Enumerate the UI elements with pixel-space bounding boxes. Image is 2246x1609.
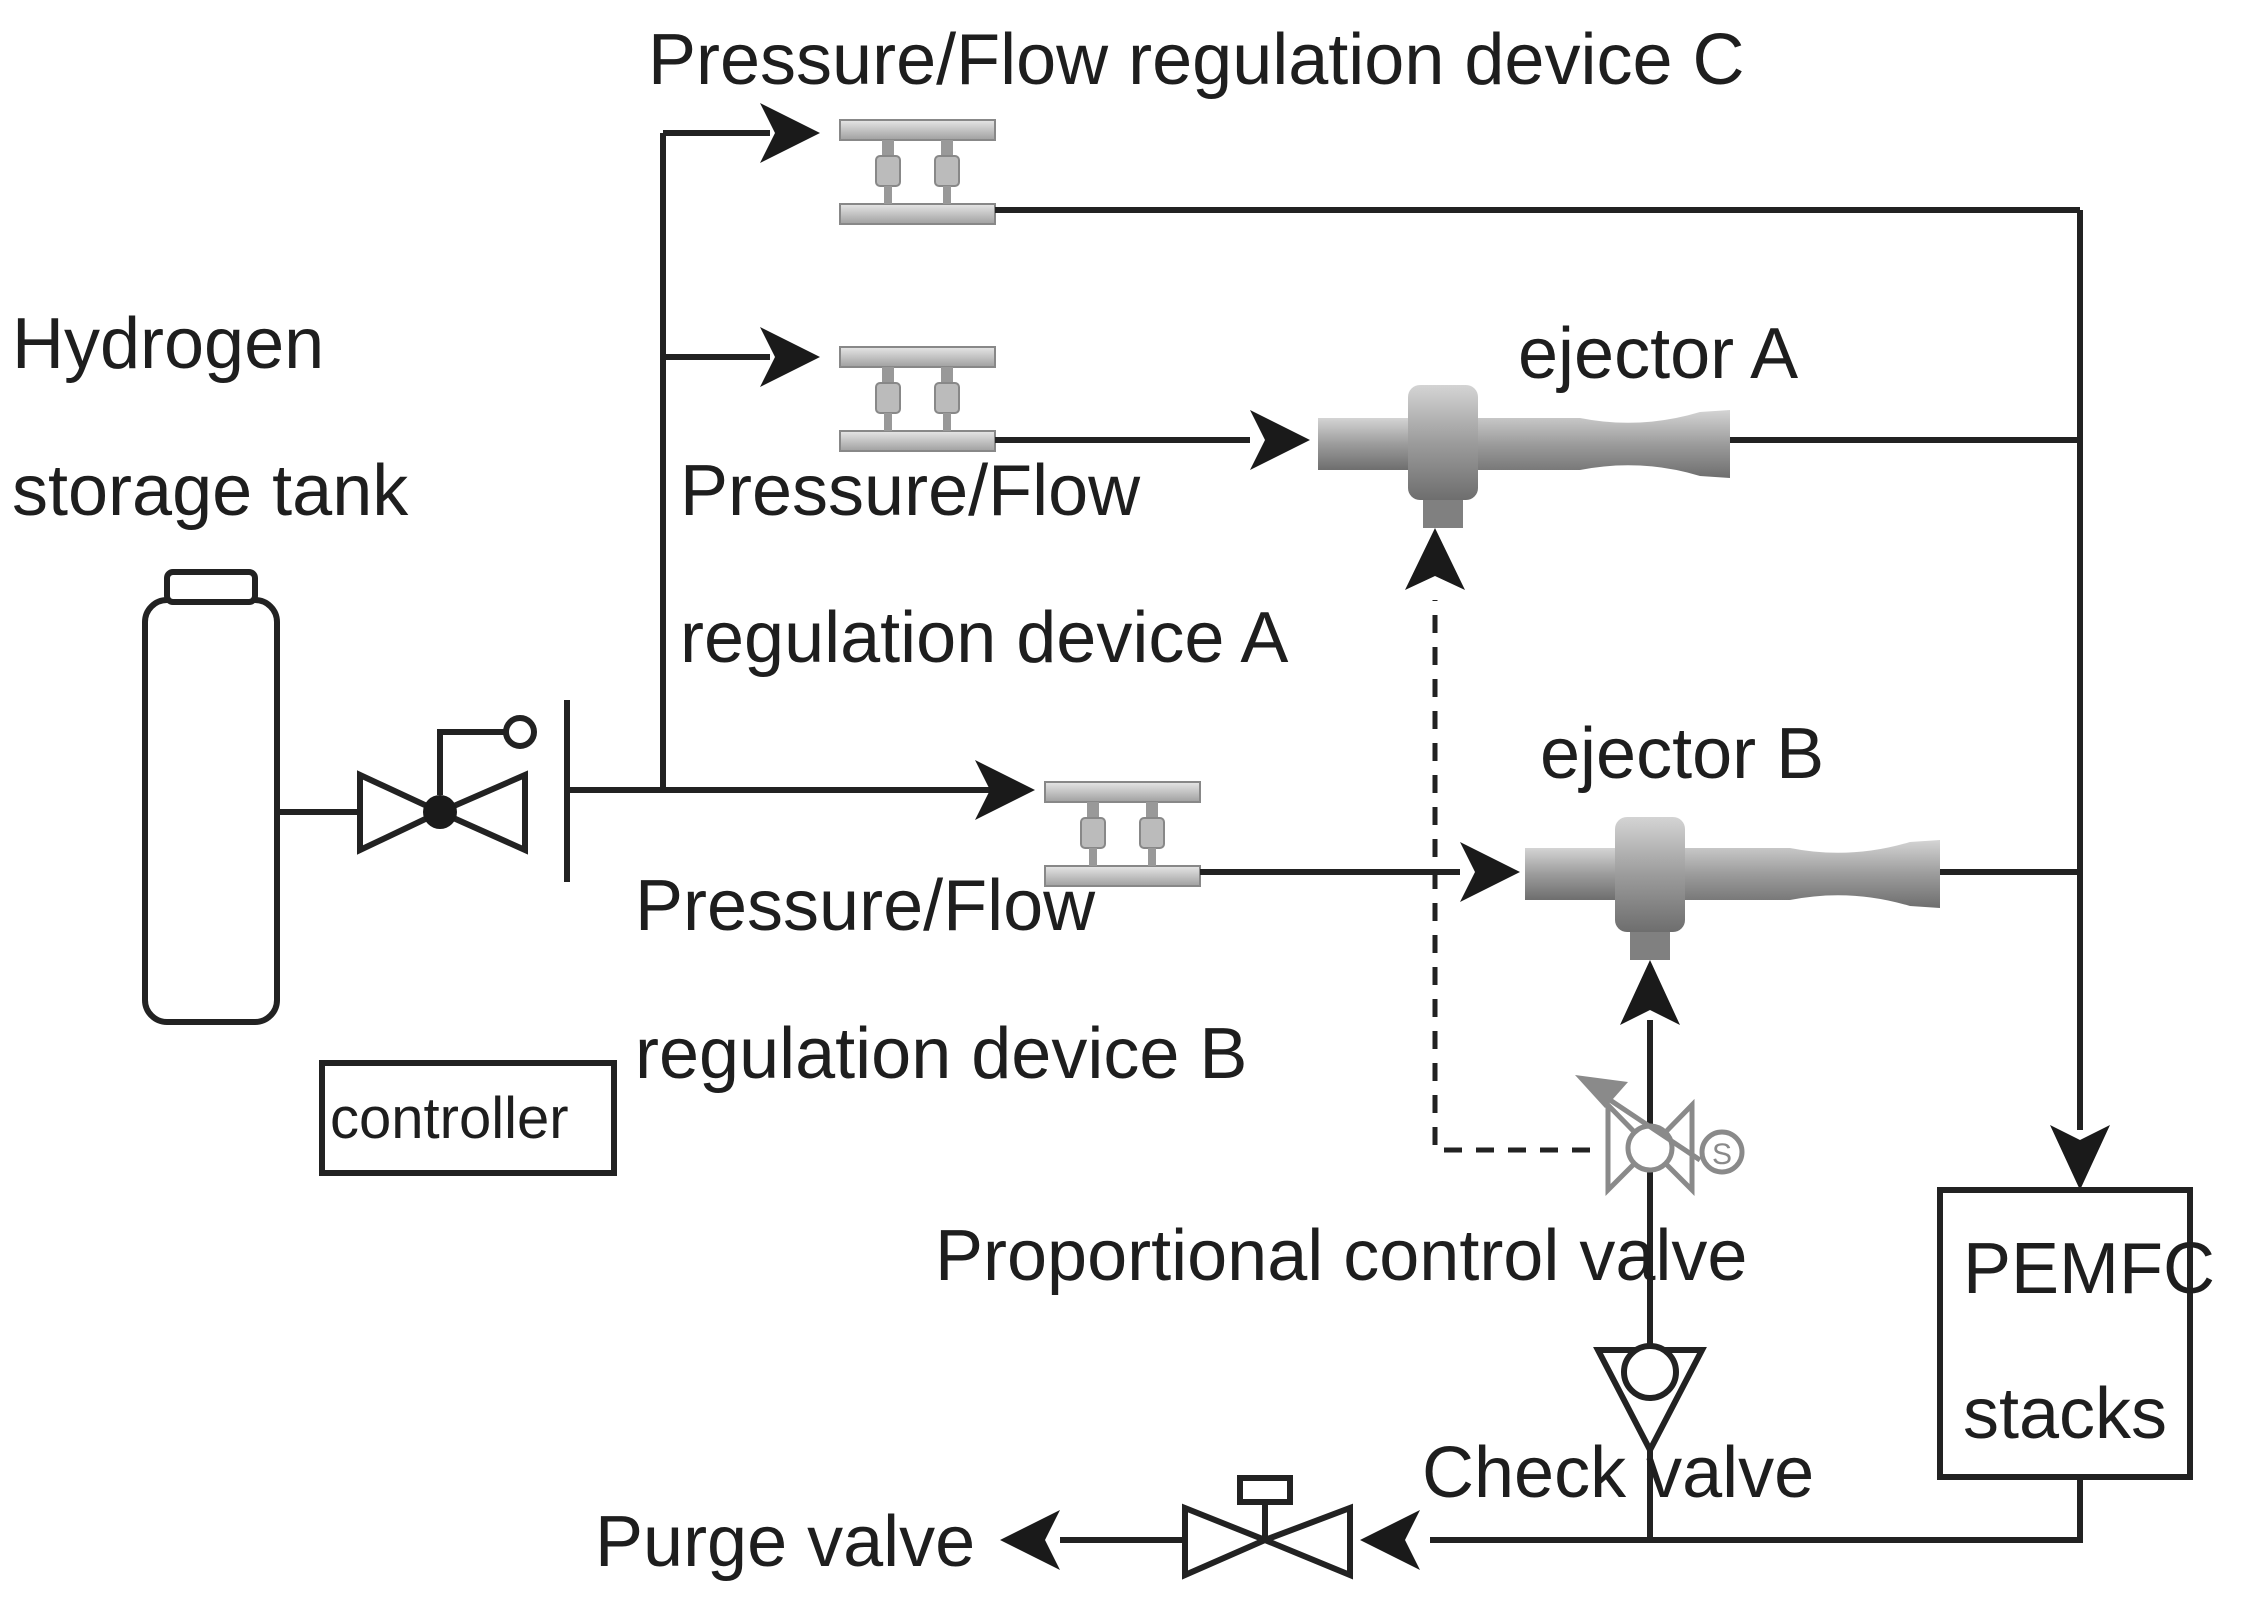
device-b-label-line2: regulation device B xyxy=(635,1014,1247,1094)
tank-label-line1: Hydrogen xyxy=(12,304,324,384)
hydrogen-storage-tank xyxy=(142,569,280,1025)
arrow-into-pemfc xyxy=(2050,1125,2110,1190)
device-a-label-line1: Pressure/Flow xyxy=(680,451,1141,531)
arrow-into-ejector-b-suction xyxy=(1620,960,1680,1025)
device-c-label: Pressure/Flow regulation device C xyxy=(648,20,1745,100)
regulation-device-b-icon xyxy=(1044,781,1201,887)
purge-valve-label: Purge valve xyxy=(595,1502,975,1582)
regulation-device-a-icon xyxy=(839,346,996,452)
proportional-valve-label: Proportional control valve xyxy=(935,1216,1747,1296)
arrow-into-ejector-a-suction xyxy=(1405,528,1465,590)
pemfc-label-line2: stacks xyxy=(1963,1374,2167,1454)
arrow-into-purge-valve xyxy=(1360,1510,1420,1570)
pemfc-return-pipe xyxy=(1430,1477,2083,1543)
check-valve-label: Check valve xyxy=(1422,1433,1814,1513)
device-b-label-line1: Pressure/Flow xyxy=(635,866,1096,946)
proportional-valve-adjust-arrow-icon xyxy=(1575,1075,1628,1108)
svg-text:S: S xyxy=(1712,1138,1732,1171)
arrow-to-device-a xyxy=(760,327,820,387)
ejector-a-label: ejector A xyxy=(1518,314,1798,394)
controller-label: controller xyxy=(330,1086,569,1151)
ejector-b-label: ejector B xyxy=(1540,714,1824,794)
pressure-reducing-valve-icon xyxy=(357,700,570,882)
dashed-bypass-line xyxy=(1432,600,1590,1153)
tank-label-line2: storage tank xyxy=(12,451,409,531)
arrow-into-ejector-a xyxy=(1250,410,1310,470)
arrow-to-device-b xyxy=(975,760,1035,820)
pemfc-stack-box xyxy=(1937,1187,2193,1480)
supply-manifold-pipes xyxy=(567,130,1010,793)
proportional-control-valve-icon: S xyxy=(1593,1087,1745,1197)
ejector-a-icon xyxy=(1318,385,1730,528)
pemfc-label-line1: PEMFC xyxy=(1963,1229,2215,1309)
regulation-device-c-icon xyxy=(839,119,996,225)
device-a-label-line2: regulation device A xyxy=(680,598,1288,678)
purge-valve-icon xyxy=(1182,1475,1353,1580)
arrow-purge-exhaust xyxy=(1000,1510,1060,1570)
controller-box xyxy=(319,1060,617,1176)
arrow-to-device-c xyxy=(760,103,820,163)
arrow-into-ejector-b xyxy=(1460,842,1520,902)
check-valve-icon xyxy=(1593,1343,1707,1457)
ejector-b-icon xyxy=(1525,817,1940,960)
